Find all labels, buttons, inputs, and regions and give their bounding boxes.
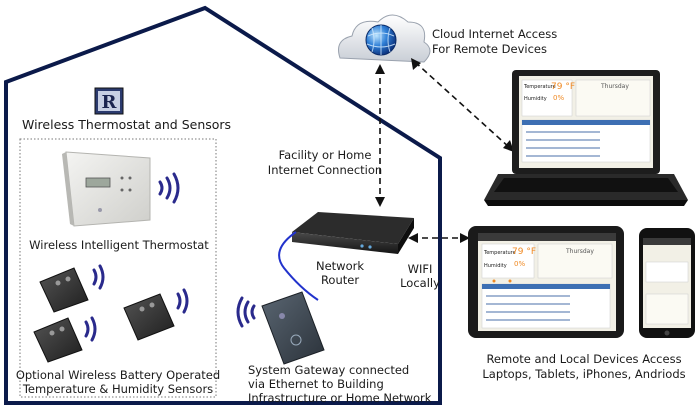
laptop-icon xyxy=(484,70,688,206)
tablet-icon xyxy=(468,226,624,338)
tablet-day: Thursday xyxy=(566,248,594,255)
sensor-1-signal-icon xyxy=(92,264,105,290)
laptop-temperature-label: Temperature xyxy=(524,84,556,90)
thermostat-signal-icon xyxy=(158,172,180,204)
system-gateway-icon xyxy=(261,291,325,365)
remote-label-line-2: Laptops, Tablets, iPhones, Andriods xyxy=(482,367,686,381)
thermostat-icon xyxy=(62,151,151,227)
remote-label-line-1: Remote and Local Devices Access xyxy=(486,352,682,366)
tablet-temperature-label: Temperature xyxy=(484,250,516,256)
wifi-label-line-1: WIFI xyxy=(407,262,433,276)
sensors-label-line-1: Optional Wireless Battery Operated xyxy=(15,368,221,382)
network-router-icon xyxy=(292,212,414,254)
cloud-label-line-2: For Remote Devices xyxy=(432,42,547,56)
wifi-label-line-2: Locally xyxy=(400,276,440,290)
sensor-2-signal-icon xyxy=(176,288,189,314)
gateway-label-line-1: System Gateway connected xyxy=(248,363,410,377)
ethernet-cable xyxy=(278,231,319,301)
sensor-3-signal-icon xyxy=(84,316,97,342)
house-outline xyxy=(4,5,442,405)
section-title: Wireless Thermostat and Sensors xyxy=(22,117,232,132)
cloud-label-line-1: Cloud Internet Access xyxy=(432,27,558,41)
sensor-icon-1 xyxy=(39,267,89,313)
laptop-day: Thursday xyxy=(601,83,629,90)
facility-label-line-1: Facility or Home xyxy=(278,148,372,162)
phone-icon xyxy=(639,228,695,338)
laptop-humidity-label: Humidity xyxy=(524,96,547,102)
sensor-icon-2 xyxy=(123,293,175,341)
router-label-line-2: Router xyxy=(320,273,360,287)
gateway-signal-icon xyxy=(236,296,256,328)
router-label-line-1: Network xyxy=(315,259,365,273)
tablet-temperature-value: 79 °F xyxy=(512,247,536,257)
gateway-label-line-3: Infrastructure or Home Network xyxy=(248,391,432,405)
sensor-group-box xyxy=(19,138,217,398)
cloud-icon xyxy=(338,14,431,63)
facility-label-line-2: Internet Connection xyxy=(267,163,383,177)
sensors-label-line-2: Temperature & Humidity Sensors xyxy=(22,382,214,396)
tablet-humidity-value: 0% xyxy=(514,260,526,268)
laptop-temperature-value: 79 °F xyxy=(551,82,575,92)
tablet-humidity-label: Humidity xyxy=(484,263,507,269)
svg-text:R: R xyxy=(102,92,118,113)
thermostat-label: Wireless Intelligent Thermostat xyxy=(29,238,209,252)
gateway-label-line-2: via Ethernet to Building xyxy=(248,377,384,391)
cloud-laptop-link xyxy=(414,61,511,149)
laptop-humidity-value: 0% xyxy=(553,94,565,102)
sensor-icon-3 xyxy=(33,317,83,363)
brand-logo: R xyxy=(94,87,124,115)
